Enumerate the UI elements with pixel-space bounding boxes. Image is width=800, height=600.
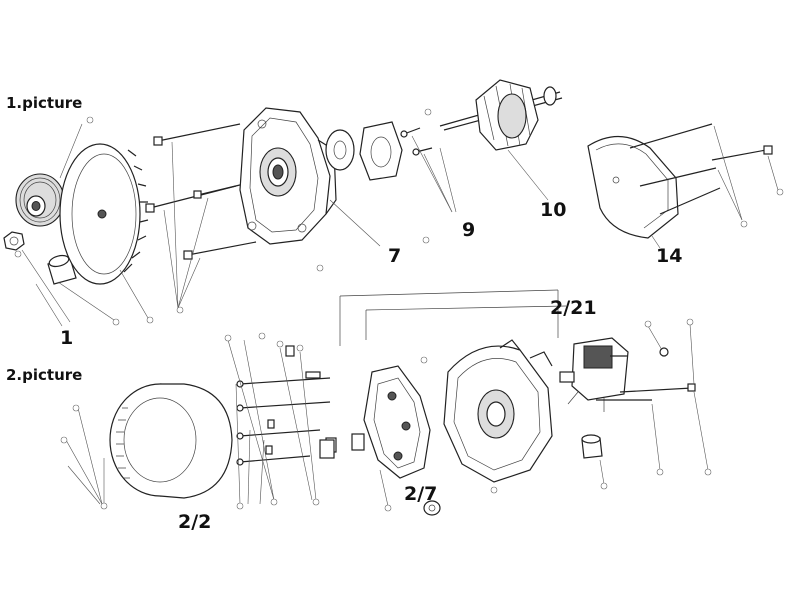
label-drive-end-housing: 7 (388, 245, 401, 267)
label-rear-cover: 14 (656, 245, 682, 267)
caption-picture-2: 2.picture (6, 366, 82, 384)
callout-bubbles-p1 (14, 108, 784, 326)
bearing-spacer (325, 129, 355, 171)
spacer-sleeve (47, 254, 77, 285)
label-regulator: 2/21 (550, 297, 597, 319)
bearing-retainer-plate (359, 121, 403, 181)
label-rectifier: 2/7 (404, 483, 437, 505)
callout-bubbles-p2 (60, 318, 712, 512)
capacitor (581, 434, 603, 459)
rectifier (319, 365, 431, 507)
leader-lines-p1 (21, 123, 209, 323)
drive-end-housing (239, 107, 337, 245)
pulley (15, 173, 65, 227)
regulator-screws (596, 323, 709, 485)
fan (59, 143, 149, 285)
voltage-regulator (559, 337, 629, 412)
slip-ring-end-housing (443, 339, 553, 483)
rotor (439, 79, 563, 151)
leader-label-housing (329, 199, 381, 247)
label-bearing-parts: 9 (462, 219, 475, 241)
rear-cover (587, 135, 679, 239)
label-rotor: 10 (540, 199, 566, 221)
bushing (423, 500, 441, 516)
through-bolts (145, 123, 257, 260)
retainer-screws (400, 127, 457, 213)
leader-lines-stator (65, 407, 105, 505)
leader-rotor (507, 149, 549, 201)
label-stator: 2/2 (178, 511, 211, 533)
rear-cover-bolts (629, 123, 779, 249)
caption-picture-1: 1.picture (6, 94, 82, 112)
leader-label-pulley (35, 283, 63, 327)
label-pulley: 1 (60, 327, 73, 349)
small-hardware (227, 339, 337, 505)
stator (109, 383, 233, 499)
pulley-nut (3, 231, 25, 251)
assembly-frame-lines (339, 289, 567, 346)
